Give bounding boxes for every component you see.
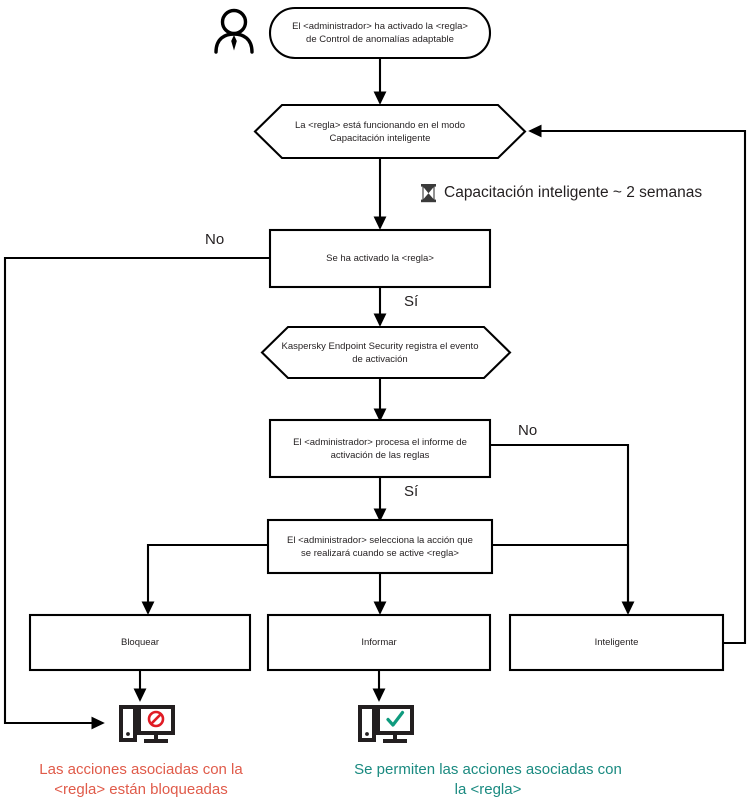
- computer-allowed-icon: [358, 705, 414, 743]
- shape-kes-logs: [260, 325, 512, 380]
- edge-triggered-no-loop: [3, 256, 270, 730]
- computer-blocked-icon: [119, 705, 175, 743]
- edge-smart-feedback-loop: [528, 124, 747, 645]
- shape-action-inform: [266, 613, 492, 672]
- edge-report-no-loop: [490, 443, 635, 615]
- caption-blocked: Las acciones asociadas con la <regla> es…: [39, 761, 243, 798]
- caption-allowed: Se permiten las acciones asociadas con l…: [354, 761, 622, 798]
- edge-action-to-block: [141, 543, 268, 615]
- edge-label-report-yes: Sí: [404, 483, 419, 500]
- shape-admin-action: [266, 518, 494, 575]
- hourglass-icon: [421, 184, 436, 203]
- shape-action-smart: [508, 613, 725, 672]
- shape-start: [268, 6, 492, 60]
- shape-rule-triggered: [268, 228, 492, 289]
- person-icon: [214, 8, 254, 54]
- edge-label-triggered-yes: Sí: [404, 293, 419, 310]
- shape-admin-report: [268, 418, 492, 479]
- edge-action-to-smart: [492, 543, 630, 613]
- shape-action-block: [28, 613, 252, 672]
- edge-label-report-no: No: [518, 422, 538, 439]
- shape-smart-training: [253, 103, 527, 160]
- timer-label: Capacitación inteligente ~ 2 semanas: [444, 184, 703, 201]
- edge-label-triggered-no: No: [205, 231, 225, 248]
